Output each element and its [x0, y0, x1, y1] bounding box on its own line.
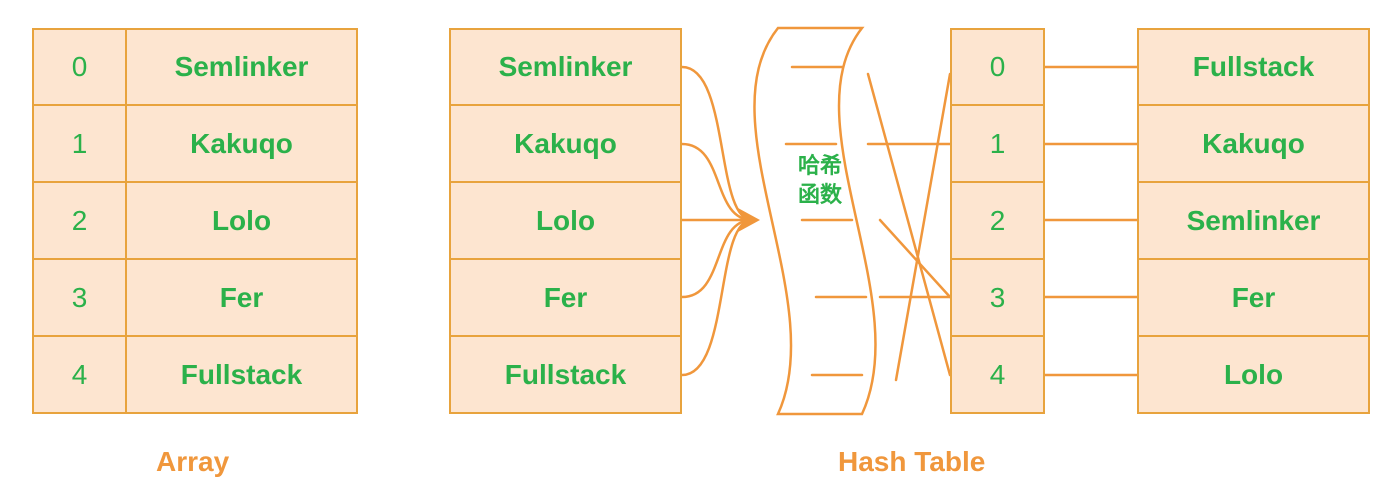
hash-key-1: Kakuqo [449, 104, 682, 183]
hash-key-4: Fullstack [449, 335, 682, 414]
hash-key-2: Lolo [449, 181, 682, 260]
bucket-value-2: Semlinker [1137, 181, 1370, 260]
array-index-4: 4 [32, 335, 127, 414]
key-curve-3 [680, 218, 754, 299]
map-line-c [878, 218, 952, 299]
array-value-4: Fullstack [125, 335, 358, 414]
array-index-1: 1 [32, 104, 127, 183]
map-line-e [894, 72, 952, 382]
bucket-index-2: 2 [950, 181, 1045, 260]
map-line-a [866, 72, 952, 377]
key-curve-0 [680, 65, 754, 222]
hash-function-label-line2: 函数 [797, 183, 842, 208]
hash-function-label: 哈希 函数 [790, 152, 850, 210]
bucket-value-3: Fer [1137, 258, 1370, 337]
bucket-index-3: 3 [950, 258, 1045, 337]
array-value-3: Fer [125, 258, 358, 337]
hash-function-label-line1: 哈希 [797, 154, 842, 179]
bucket-index-1: 1 [950, 104, 1045, 183]
arrow-head [738, 208, 760, 232]
array-index-2: 2 [32, 181, 127, 260]
hash-function-shape [753, 26, 877, 416]
hash-table-caption: Hash Table [838, 446, 986, 477]
hash-key-0: Semlinker [449, 28, 682, 106]
key-curve-1 [680, 142, 754, 222]
key-curve-4 [680, 218, 754, 377]
array-value-1: Kakuqo [125, 104, 358, 183]
array-caption: Array [156, 446, 230, 477]
bucket-value-0: Fullstack [1137, 28, 1370, 106]
array-value-0: Semlinker [125, 28, 358, 106]
array-value-2: Lolo [125, 181, 358, 260]
hash-key-3: Fer [449, 258, 682, 337]
array-index-3: 3 [32, 258, 127, 337]
bucket-value-4: Lolo [1137, 335, 1370, 414]
array-index-0: 0 [32, 28, 127, 106]
bucket-value-1: Kakuqo [1137, 104, 1370, 183]
bucket-index-4: 4 [950, 335, 1045, 414]
bucket-index-0: 0 [950, 28, 1045, 106]
